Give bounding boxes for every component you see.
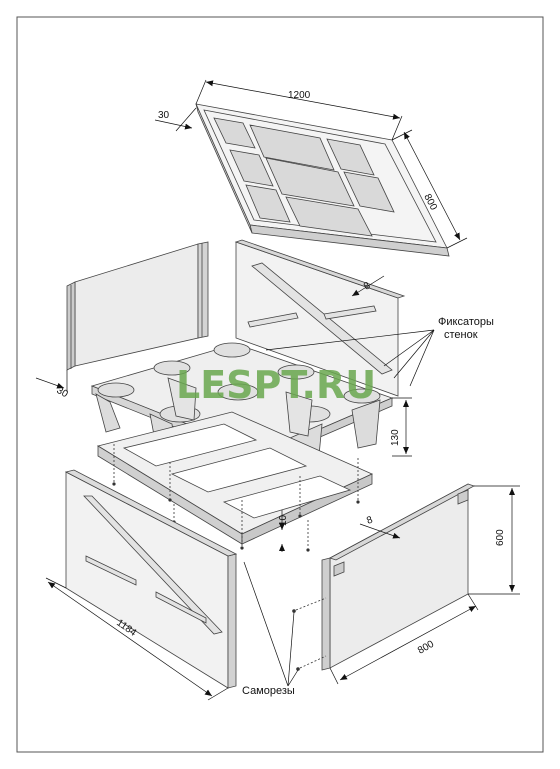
back-panel-dimension bbox=[351, 275, 385, 297]
base-thickness-label: 10 bbox=[278, 514, 289, 526]
lid-dimensions bbox=[154, 79, 468, 249]
lid-rim-label: 30 bbox=[158, 110, 170, 121]
watermark: LESPT.RU bbox=[176, 363, 376, 407]
right-short-panel bbox=[321, 483, 476, 671]
left-panel-thickness-label: 30 bbox=[55, 385, 71, 400]
fixators-label-line2: стенок bbox=[444, 329, 478, 341]
pallet-screws bbox=[113, 444, 359, 548]
short-panel-dimensions bbox=[329, 485, 520, 685]
lid bbox=[195, 103, 450, 257]
pallet-height-label: 130 bbox=[390, 429, 401, 446]
fixators-label-line1: Фиксаторы bbox=[438, 316, 494, 328]
side-screws bbox=[295, 597, 327, 669]
lid-length-label: 1200 bbox=[288, 90, 311, 101]
screws-leaders bbox=[243, 561, 299, 687]
panel-height-label: 600 bbox=[495, 529, 506, 546]
back-side-panel bbox=[234, 239, 406, 397]
pallet-dimension bbox=[392, 397, 412, 457]
long-panel-dimension bbox=[45, 577, 229, 701]
screws-label: Саморезы bbox=[242, 685, 295, 697]
left-panel-dimension bbox=[35, 370, 68, 392]
left-end-panel bbox=[66, 241, 209, 371]
short-panel-length-label: 800 bbox=[416, 639, 436, 657]
page-frame bbox=[16, 16, 544, 753]
back-panel-rib-label: 8 bbox=[362, 280, 373, 293]
side-screw-heads bbox=[292, 609, 300, 671]
fixators-leaders bbox=[265, 329, 435, 387]
front-panel-rib-label: 8 bbox=[365, 514, 374, 526]
